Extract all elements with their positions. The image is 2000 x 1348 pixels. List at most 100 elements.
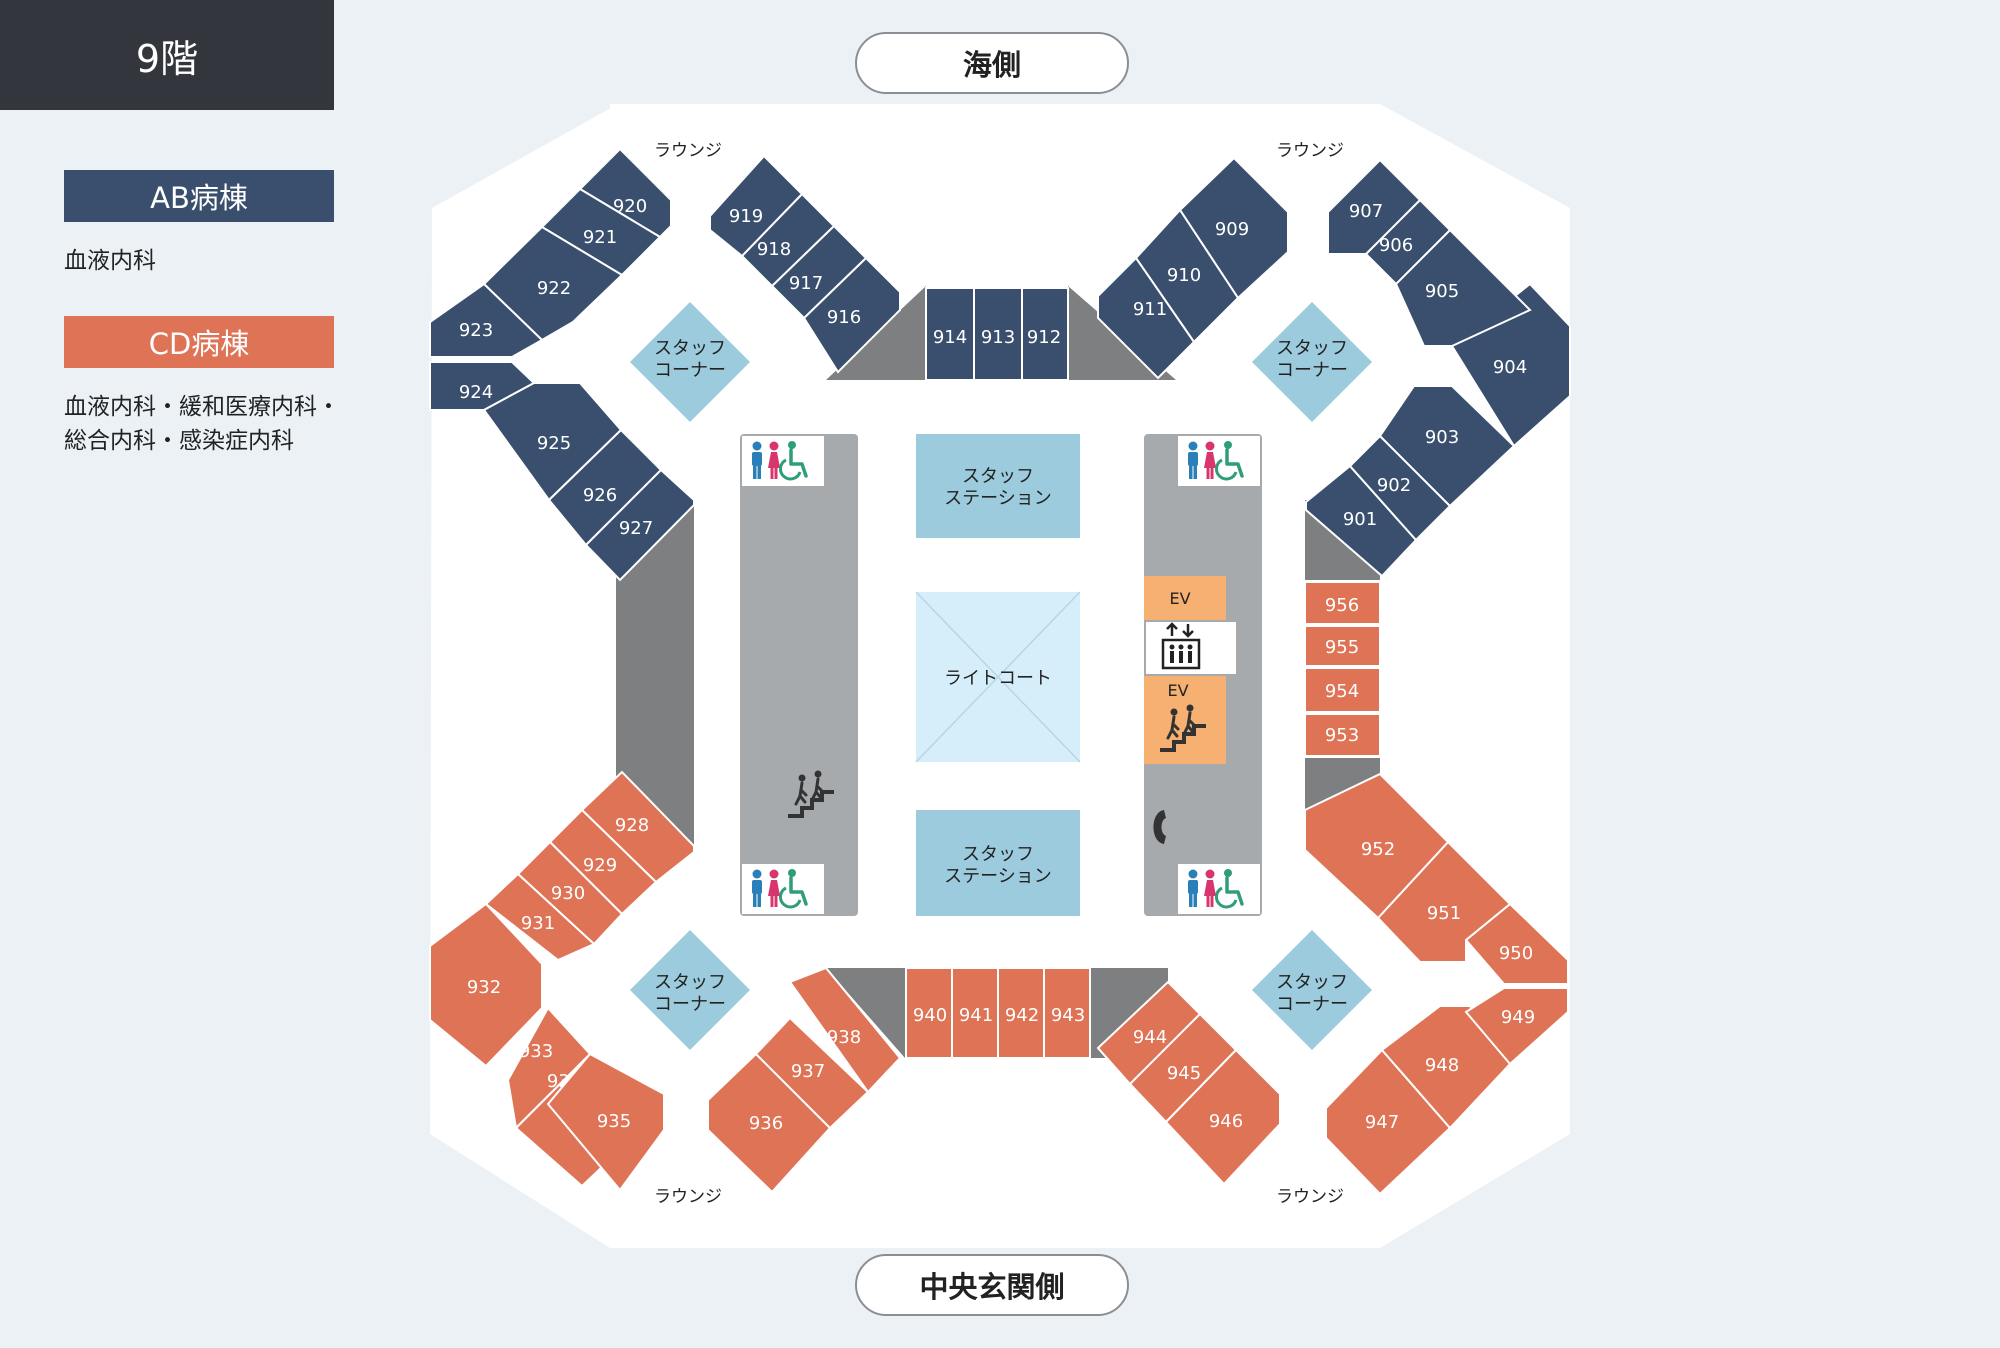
restroom-icon	[1176, 434, 1262, 488]
room-947[interactable]: 947	[1325, 1048, 1452, 1196]
room-937[interactable]: 937	[754, 1016, 870, 1130]
room-936[interactable]: 936	[707, 1052, 832, 1194]
room-number-label: 907	[1349, 201, 1383, 222]
room-913[interactable]: 913	[973, 287, 1023, 381]
room-906[interactable]: 906	[1364, 198, 1452, 286]
room-914[interactable]: 914	[925, 287, 975, 381]
room-917[interactable]: 917	[770, 224, 868, 320]
room-925[interactable]: 925	[482, 382, 623, 502]
room-number-label: 920	[613, 196, 647, 217]
room-number-label: 913	[981, 327, 1015, 348]
room-918[interactable]: 918	[740, 192, 836, 288]
room-946[interactable]: 946	[1164, 1048, 1281, 1186]
room-number-label: 917	[789, 273, 823, 294]
room-number-label: 911	[1133, 299, 1167, 320]
room-953[interactable]: 953	[1304, 713, 1381, 757]
room-941[interactable]: 941	[951, 967, 999, 1059]
room-number-label: 943	[1051, 1005, 1085, 1026]
lounge-sw-label: ラウンジ	[654, 1187, 722, 1207]
room-952[interactable]: 952	[1304, 772, 1450, 920]
room-number-label: 912	[1027, 327, 1061, 348]
room-number-label: 935	[597, 1111, 631, 1132]
room-955[interactable]: 955	[1304, 625, 1381, 667]
restroom-icon	[1176, 862, 1262, 916]
room-932[interactable]: 932	[429, 902, 543, 1068]
room-907[interactable]: 907	[1327, 158, 1422, 255]
staff-station-north: スタッフ ステーション	[916, 434, 1080, 538]
room-number-label: 946	[1209, 1111, 1243, 1132]
room-number-label: 929	[583, 855, 617, 876]
room-number-label: 949	[1501, 1007, 1535, 1028]
lounge-ne-label: ラウンジ	[1276, 141, 1344, 161]
room-901[interactable]: 901	[1305, 464, 1418, 578]
legend-ab-ward-label: AB病棟	[64, 170, 334, 222]
room-950[interactable]: 950	[1464, 902, 1569, 985]
room-923[interactable]: 923	[429, 282, 544, 358]
phone-icon	[1153, 810, 1166, 844]
svg-text:コーナー: コーナー	[654, 360, 726, 381]
room-912[interactable]: 912	[1021, 287, 1069, 381]
corridor-east	[1144, 434, 1262, 916]
lounge-nw-label: ラウンジ	[654, 141, 722, 161]
room-931[interactable]: 931	[484, 872, 596, 962]
room-911[interactable]: 911	[1097, 256, 1196, 380]
room-949[interactable]: 949	[1464, 987, 1569, 1066]
room-number-label: 918	[757, 239, 791, 260]
staff-corner-ne: スタッフ コーナー	[1252, 302, 1372, 422]
room-number-label: 942	[1005, 1005, 1039, 1026]
orientation-sea-side: 海側	[855, 32, 1129, 94]
room-903[interactable]: 903	[1378, 385, 1516, 508]
room-935[interactable]: 935	[546, 1052, 665, 1192]
room-number-label: 936	[749, 1113, 783, 1134]
room-number-label: 905	[1425, 281, 1459, 302]
room-943[interactable]: 943	[1043, 967, 1091, 1059]
staff-station-south: スタッフ ステーション	[916, 810, 1080, 916]
floor-label: 9階	[135, 36, 199, 81]
room-number-label: 955	[1325, 637, 1359, 658]
svg-text:ステーション: ステーション	[944, 866, 1052, 887]
restroom-icon	[740, 434, 826, 488]
room-number-label: 921	[583, 227, 617, 248]
elevator-icon	[1146, 622, 1236, 674]
room-919[interactable]: 919	[709, 154, 804, 258]
room-number-label: 941	[959, 1005, 993, 1026]
corridors	[740, 434, 1262, 916]
room-number-label: 947	[1365, 1112, 1399, 1133]
room-number-label: 931	[521, 913, 555, 934]
room-number-label: 926	[583, 485, 617, 506]
room-number-label: 903	[1425, 427, 1459, 448]
svg-text:スタッフ: スタッフ	[654, 338, 726, 359]
legend-cd-description-line2: 総合内科・感染症内科	[64, 428, 294, 454]
room-927[interactable]: 927	[584, 468, 695, 582]
room-940[interactable]: 940	[905, 967, 953, 1059]
svg-text:コーナー: コーナー	[1276, 994, 1348, 1015]
room-number-label: 933	[519, 1041, 553, 1062]
room-number-label: 951	[1427, 903, 1461, 924]
room-number-label: 940	[913, 1005, 947, 1026]
room-905[interactable]: 905	[1394, 228, 1532, 347]
legend-cd-ward-description: 血液内科・緩和医療内科・ 総合内科・感染症内科	[64, 390, 354, 458]
room-954[interactable]: 954	[1304, 667, 1381, 713]
room-number-label: 914	[933, 327, 967, 348]
room-number-label: 954	[1325, 681, 1359, 702]
legend-ab-ward-description: 血液内科	[64, 248, 156, 274]
room-number-label: 925	[537, 433, 571, 454]
room-number-label: 928	[615, 815, 649, 836]
elevator-north: EV	[1144, 576, 1226, 620]
room-956[interactable]: 956	[1304, 581, 1381, 625]
room-number-label: 919	[729, 206, 763, 227]
svg-text:スタッフ: スタッフ	[962, 844, 1034, 865]
svg-text:EV: EV	[1169, 589, 1190, 608]
room-938[interactable]: 938	[788, 966, 902, 1094]
room-920[interactable]: 920	[578, 147, 672, 239]
legend-cd-description-line1: 血液内科・緩和医療内科・	[64, 394, 340, 420]
ab-ward-rooms: 9019029039049059069079099109119129139149…	[429, 147, 1571, 582]
svg-text:EV: EV	[1167, 681, 1188, 700]
staff-corner-sw: スタッフ コーナー	[630, 930, 750, 1050]
svg-text:スタッフ: スタッフ	[962, 466, 1034, 487]
svg-text:ステーション: ステーション	[944, 488, 1052, 509]
staff-corner-nw: スタッフ コーナー	[630, 302, 750, 422]
room-942[interactable]: 942	[997, 967, 1045, 1059]
corridor-west	[740, 434, 858, 916]
